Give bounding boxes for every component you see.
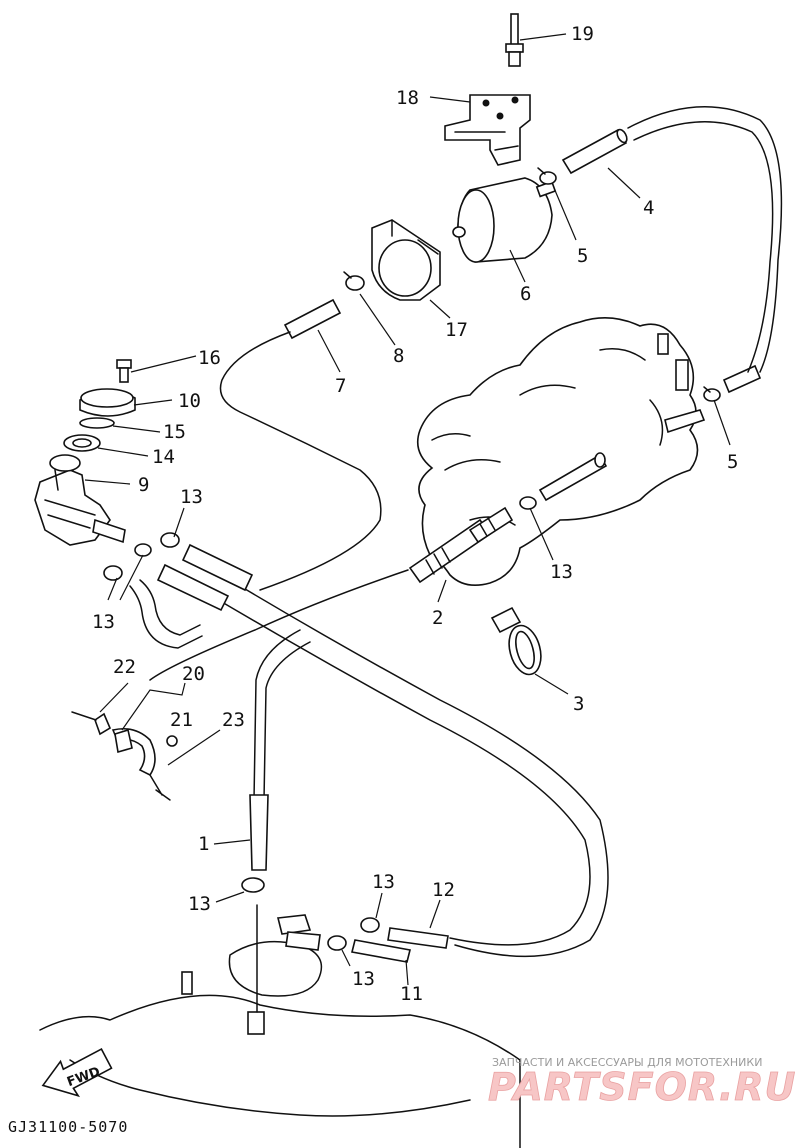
callout-20: 20 — [182, 663, 205, 685]
part-2-fitting — [408, 506, 514, 584]
watermark-brand: PARTSFOR.RU — [488, 1065, 796, 1109]
part-17-holder — [371, 219, 441, 301]
callout-14: 14 — [152, 446, 175, 468]
part-22-tie — [71, 711, 112, 736]
callout-22: 22 — [113, 656, 136, 678]
part-13-clamp-tank-b — [327, 935, 347, 951]
callout-15: 15 — [163, 421, 186, 443]
part-5-clamp-lower — [703, 386, 721, 402]
forward-arrow-icon: FWD — [41, 1048, 113, 1098]
part-13-clamp-bottom — [241, 877, 265, 893]
callout-13-carb-b: 13 — [92, 611, 115, 633]
callouts: 19 18 4 5 6 17 8 7 16 10 15 14 9 13 13 1… — [92, 23, 738, 1005]
carb-hoses — [129, 543, 254, 649]
part-4-hose — [561, 128, 628, 175]
callout-18: 18 — [396, 87, 419, 109]
drawing-code: GJ31100-5070 — [8, 1118, 128, 1136]
part-21-grommet — [166, 735, 178, 747]
callout-19: 19 — [571, 23, 594, 45]
part-15-washer — [79, 417, 115, 429]
callout-13-pump: 13 — [550, 561, 573, 583]
part-14-ring — [63, 434, 101, 452]
part-13-clamp-carb-a — [160, 532, 180, 548]
callout-6: 6 — [520, 283, 531, 305]
callout-13-tank-a: 13 — [372, 871, 395, 893]
callout-13-tank-b: 13 — [352, 968, 375, 990]
part-8-clamp — [343, 271, 365, 291]
part-20-strap — [111, 727, 171, 801]
part-11-hose — [351, 939, 411, 963]
callout-21: 21 — [170, 709, 193, 731]
part-13-clamp-tank-a — [360, 917, 380, 933]
callout-5-lower: 5 — [727, 451, 738, 473]
callout-12: 12 — [432, 879, 455, 901]
part-7-hose — [283, 298, 342, 340]
callout-1: 1 — [198, 833, 209, 855]
part-1-hose — [249, 794, 269, 871]
callout-4: 4 — [643, 197, 654, 219]
callout-23: 23 — [222, 709, 245, 731]
hose-routing — [149, 106, 783, 958]
callout-11: 11 — [400, 983, 423, 1005]
callout-13-carb-a: 13 — [180, 486, 203, 508]
callout-2: 2 — [432, 607, 443, 629]
part-3-band — [490, 606, 542, 676]
part-5-clamp-upper — [537, 167, 557, 185]
callout-5-upper: 5 — [577, 245, 588, 267]
callout-3: 3 — [573, 693, 584, 715]
watermark: ЗАПЧАСТИ И АКСЕССУАРЫ ДЛЯ МОТОТЕХНИКИ PA… — [488, 1056, 796, 1109]
callout-13-bottom: 13 — [188, 893, 211, 915]
leader-lines — [84, 33, 731, 986]
watermark-caption: ЗАПЧАСТИ И АКСЕССУАРЫ ДЛЯ МОТОТЕХНИКИ — [492, 1056, 762, 1069]
callout-16: 16 — [198, 347, 221, 369]
callout-17: 17 — [445, 319, 468, 341]
part-10-cap — [79, 388, 136, 417]
short-hose-right — [722, 364, 762, 394]
callout-9: 9 — [138, 474, 149, 496]
part-18-bracket — [444, 94, 531, 166]
part-12-hose — [387, 927, 449, 949]
part-16-screw — [116, 359, 132, 383]
part-19-bolt — [505, 13, 524, 67]
part-13-clamp-carb-c — [103, 565, 123, 581]
fuel-tank — [39, 904, 521, 1148]
callout-7: 7 — [335, 375, 346, 397]
part-6-fuel-filter — [452, 177, 557, 263]
part-13-clamp-carb-b — [134, 543, 152, 557]
part-9-carburetor — [34, 454, 126, 546]
callout-8: 8 — [393, 345, 404, 367]
part-13-clamp-pump — [519, 496, 537, 510]
callout-10: 10 — [178, 390, 201, 412]
